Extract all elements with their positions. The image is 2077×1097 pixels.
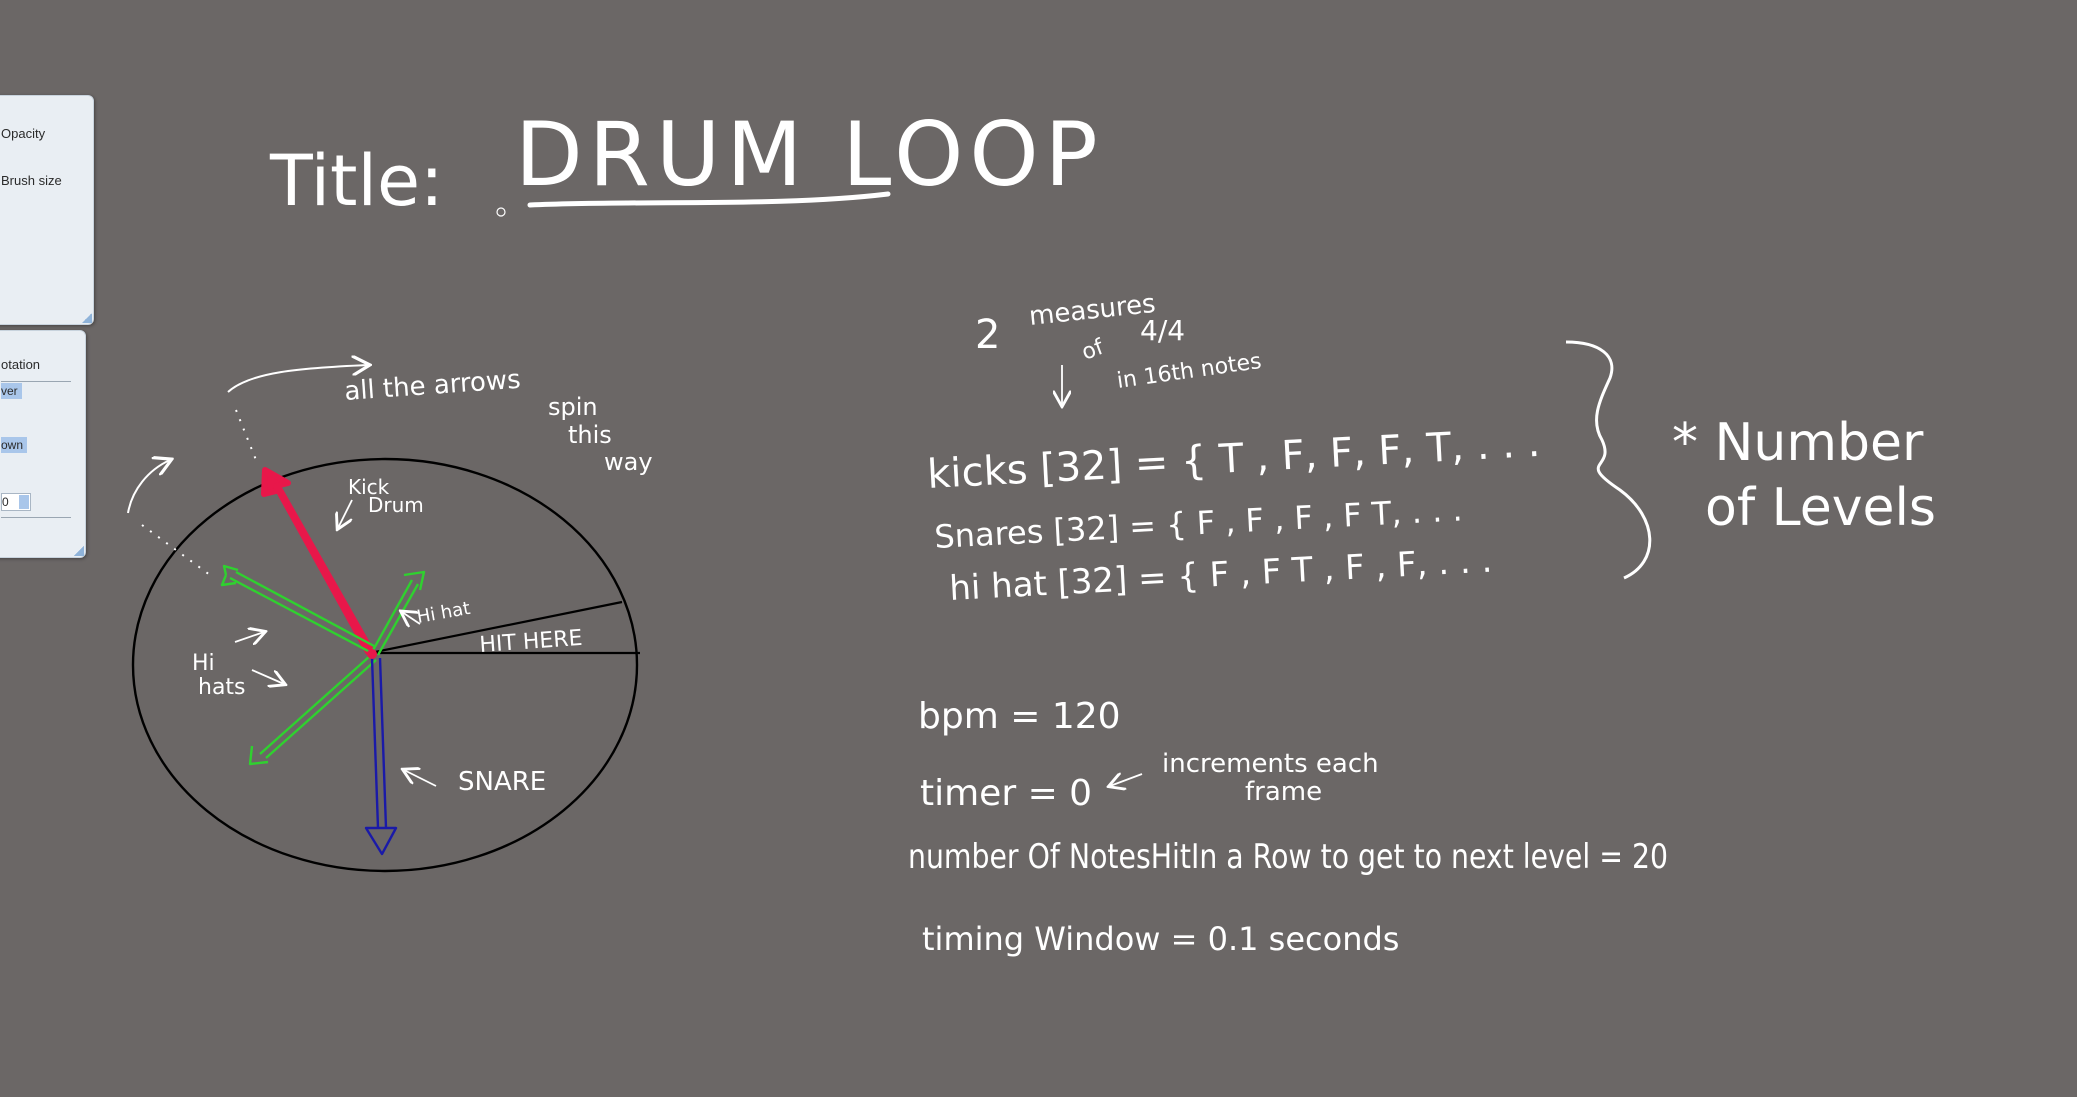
- increments-note-2: frame: [1245, 777, 1322, 807]
- levels-brace: [1565, 340, 1652, 580]
- timer-pointer: [1110, 774, 1143, 786]
- dotted-guide-top: [235, 409, 259, 466]
- hihats-pointer-2: [251, 669, 284, 684]
- increments-note-1: increments each: [1162, 749, 1379, 779]
- hihat-arrows: [220, 564, 426, 766]
- hihat-pointer: [402, 612, 421, 624]
- timing-window-line: timing Window = 0.1 seconds: [922, 920, 1399, 958]
- title-text: DRUM LOOP: [515, 103, 1104, 206]
- in-16th-notes: in 16th notes: [1115, 349, 1263, 394]
- spin-arrow-left: [127, 460, 170, 514]
- timer-line: timer = 0: [920, 773, 1092, 814]
- snare-pointer: [404, 770, 437, 787]
- title-underline: [527, 191, 891, 208]
- time-signature: 4/4: [1140, 314, 1185, 347]
- brush-size-label: Brush size: [1, 173, 62, 188]
- rotation-value: 0: [2, 495, 9, 509]
- hihat-note: Hi hat: [415, 598, 472, 628]
- title-label: Title:: [269, 140, 444, 222]
- spin-arrow-top: [227, 365, 368, 393]
- spin-note-1: spin: [548, 393, 598, 421]
- rotation-title: otation: [1, 357, 41, 372]
- dotted-guide-left: [141, 524, 211, 576]
- hit-center-dot: [367, 649, 377, 659]
- panel-resize-handle[interactable]: [82, 313, 92, 323]
- spinner-icon[interactable]: [19, 495, 29, 509]
- spin-note-2: this: [568, 421, 612, 449]
- spin-note-3: way: [604, 448, 653, 476]
- measures-count: 2: [975, 312, 1000, 358]
- kick-note-1: Kick: [348, 475, 390, 499]
- cursor-dot: [496, 207, 506, 217]
- drum-circle: [131, 457, 639, 873]
- rotation-value-input[interactable]: 0: [1, 493, 31, 511]
- bpm-line: bpm = 120: [918, 696, 1121, 737]
- divider: [1, 517, 71, 518]
- spin-note-top: all the arrows: [343, 365, 521, 407]
- snare-note: SNARE: [458, 767, 546, 797]
- opacity-label: Opacity: [1, 126, 46, 141]
- kicks-array: kicks [32] = { T , F, F, F, T, . . .: [926, 420, 1541, 498]
- divider: [1, 381, 71, 382]
- hihats-note-2: hats: [198, 675, 246, 700]
- rotation-option-1[interactable]: ver: [1, 383, 22, 399]
- brush-settings-panel: Opacity Brush size: [0, 95, 94, 325]
- rotation-panel: otation ver own 0: [0, 330, 86, 558]
- levels-note-2: of Levels: [1705, 478, 1936, 538]
- kick-arrow: [261, 467, 375, 655]
- rotation-option-2[interactable]: own: [1, 437, 28, 453]
- kick-pointer: [338, 499, 353, 528]
- hit-here-lane: [369, 600, 640, 655]
- hihats-pointer-1: [234, 632, 264, 642]
- snare-arrow: [364, 657, 398, 856]
- notes-in-row-line: number Of NotesHitIn a Row to get to nex…: [908, 837, 1668, 877]
- measures-of: of: [1079, 334, 1109, 365]
- levels-note-1: * Number: [1672, 413, 1924, 473]
- hihats-note-1: Hi: [192, 651, 215, 676]
- panel-resize-handle[interactable]: [74, 546, 84, 556]
- kick-note-2: Drum: [368, 493, 424, 517]
- measures-word: measures: [1028, 289, 1157, 332]
